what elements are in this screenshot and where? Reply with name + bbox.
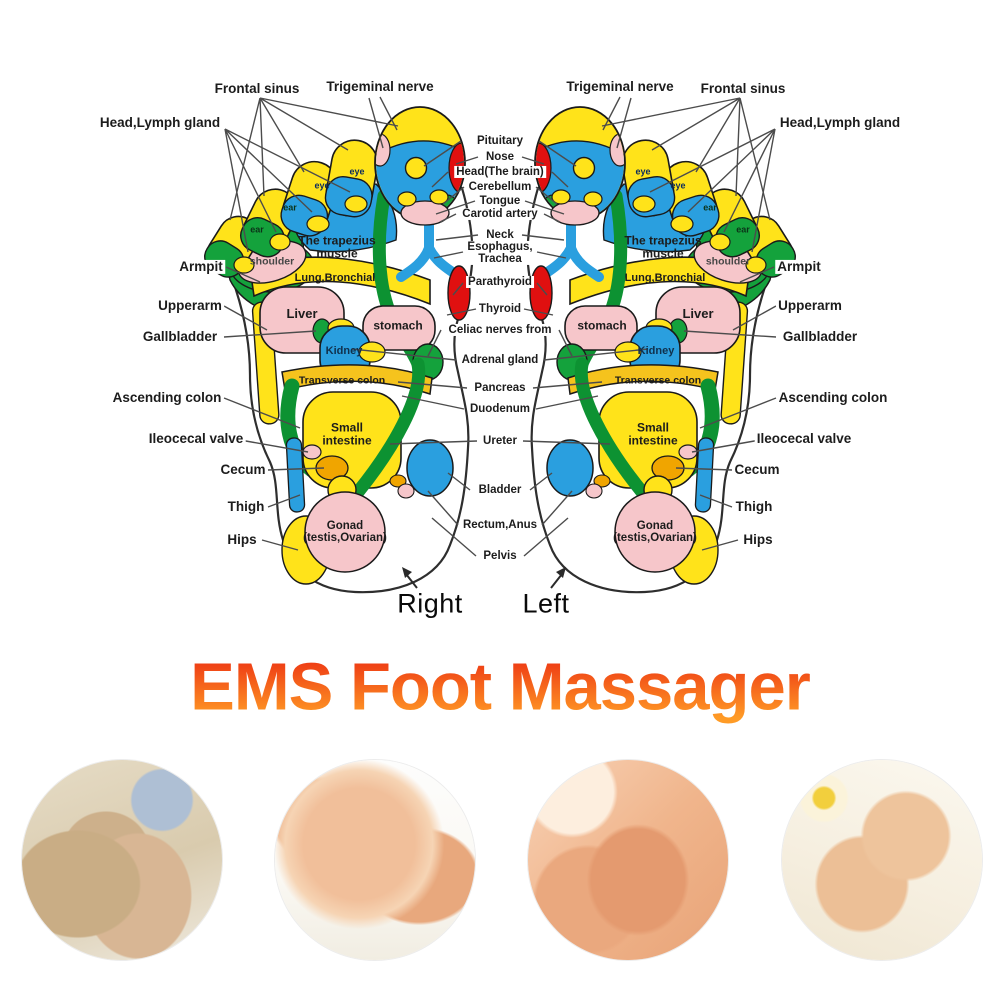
zone-shoulder-right-foot: shoulder bbox=[249, 255, 295, 268]
label-thyroid: Thyroid bbox=[476, 302, 524, 316]
zone-eye-1-left-foot: eye bbox=[635, 166, 651, 177]
foot-massage-photo-4 bbox=[782, 760, 982, 960]
label-cerebellum: Cerebellum bbox=[466, 180, 534, 194]
photo-row bbox=[0, 760, 1000, 970]
label-gallbladder-right: Gallbladder bbox=[780, 328, 860, 345]
zone-ear-2-right-foot: ear bbox=[250, 224, 264, 235]
label-ascending-colon-left: Ascending colon bbox=[110, 389, 224, 406]
foot-massage-photo-2 bbox=[275, 760, 475, 960]
label-armpit-right: Armpit bbox=[775, 258, 823, 275]
label-trigeminal-nerve-right: Trigeminal nerve bbox=[564, 78, 676, 95]
right-foot-name: Right bbox=[397, 588, 463, 619]
label-bladder: Bladder bbox=[476, 483, 524, 497]
zone-ear-1-left-foot: ear bbox=[703, 202, 717, 213]
zone-kidney-left-foot: Kidney bbox=[637, 345, 675, 358]
label-ileocecal-valve-left: Ileocecal valve bbox=[146, 430, 246, 447]
label-head-lymph-gland-right: Head,Lymph gland bbox=[777, 114, 903, 131]
zone-eye-2-left-foot: eye bbox=[670, 180, 686, 191]
zone-small-intestine-right-foot: Small intestine bbox=[322, 420, 372, 447]
zone-lung-bronchial-right-foot: Lung,Bronchial bbox=[294, 272, 376, 285]
foot-massage-photo-1 bbox=[22, 760, 222, 960]
label-gallbladder-left: Gallbladder bbox=[140, 328, 220, 345]
label-tongue: Tongue bbox=[477, 194, 523, 208]
label-frontal-sinus-right: Frontal sinus bbox=[698, 80, 788, 97]
zone-trapezius-right-foot: The trapezius muscle bbox=[298, 233, 376, 260]
zone-stomach-left-foot: stomach bbox=[577, 318, 627, 333]
label-thigh-right: Thigh bbox=[733, 498, 775, 515]
label-celiac-nerves: Celiac nerves from bbox=[446, 323, 554, 337]
label-nose: Nose bbox=[483, 150, 517, 164]
foot-massage-photo-3 bbox=[528, 760, 728, 960]
label-esophagus-trachea: Esophagus, Trachea bbox=[465, 240, 535, 266]
label-hips-left: Hips bbox=[225, 531, 259, 548]
label-pituitary: Pituitary bbox=[474, 134, 526, 148]
product-title: EMS Foot Massager bbox=[190, 649, 811, 725]
left-foot-name: Left bbox=[522, 588, 570, 619]
label-head-brain: Head(The brain) bbox=[454, 165, 546, 179]
zone-small-intestine-left-foot: Small intestine bbox=[628, 420, 678, 447]
label-cecum-left: Cecum bbox=[218, 461, 268, 478]
label-head-lymph-gland-left: Head,Lymph gland bbox=[97, 114, 223, 131]
zone-transverse-colon-right-foot: Transverse colon bbox=[298, 374, 386, 387]
zone-ear-1-right-foot: ear bbox=[283, 202, 297, 213]
zone-gonad-right-foot: Gonad (testis,Ovarian) bbox=[303, 519, 387, 544]
zone-trapezius-left-foot: The trapezius muscle bbox=[624, 233, 702, 260]
label-ureter: Ureter bbox=[481, 434, 519, 448]
label-pancreas: Pancreas bbox=[472, 381, 528, 395]
label-duodenum: Duodenum bbox=[467, 402, 533, 416]
label-upperarm-right: Upperarm bbox=[776, 297, 844, 314]
label-parathyroid: Parathyroid bbox=[466, 275, 534, 289]
feet-illustration bbox=[0, 96, 1000, 620]
zone-eye-1-right-foot: eye bbox=[349, 166, 365, 177]
label-ileocecal-valve-right: Ileocecal valve bbox=[754, 430, 854, 447]
foot-reflexology-diagram: Head,Lymph gland Frontal sinus Trigemina… bbox=[0, 78, 1000, 620]
zone-eye-2-right-foot: eye bbox=[314, 180, 330, 191]
zone-shoulder-left-foot: shoulder bbox=[705, 255, 751, 268]
zone-liver-left-foot: Liver bbox=[682, 306, 714, 322]
label-carotid-artery: Carotid artery bbox=[460, 207, 540, 221]
zone-gonad-left-foot: Gonad (testis,Ovarian) bbox=[613, 519, 697, 544]
foot-name-arrows bbox=[402, 567, 566, 589]
label-pelvis: Pelvis bbox=[481, 549, 519, 563]
zone-kidney-right-foot: Kidney bbox=[325, 345, 363, 358]
label-neck: Neck bbox=[484, 228, 516, 242]
label-trigeminal-nerve-left: Trigeminal nerve bbox=[324, 78, 436, 95]
label-ascending-colon-right: Ascending colon bbox=[776, 389, 890, 406]
label-cecum-right: Cecum bbox=[732, 461, 782, 478]
label-thigh-left: Thigh bbox=[225, 498, 267, 515]
zone-liver-right-foot: Liver bbox=[286, 306, 318, 322]
label-armpit-left: Armpit bbox=[177, 258, 225, 275]
label-hips-right: Hips bbox=[741, 531, 775, 548]
zone-transverse-colon-left-foot: Transverse colon bbox=[614, 374, 702, 387]
zone-stomach-right-foot: stomach bbox=[373, 318, 423, 333]
label-frontal-sinus-left: Frontal sinus bbox=[212, 80, 302, 97]
label-rectum-anus: Rectum,Anus bbox=[460, 518, 540, 532]
zone-lung-bronchial-left-foot: Lung,Bronchial bbox=[624, 272, 706, 285]
zone-ear-2-left-foot: ear bbox=[736, 224, 750, 235]
label-upperarm-left: Upperarm bbox=[156, 297, 224, 314]
label-adrenal-gland: Adrenal gland bbox=[459, 353, 541, 367]
